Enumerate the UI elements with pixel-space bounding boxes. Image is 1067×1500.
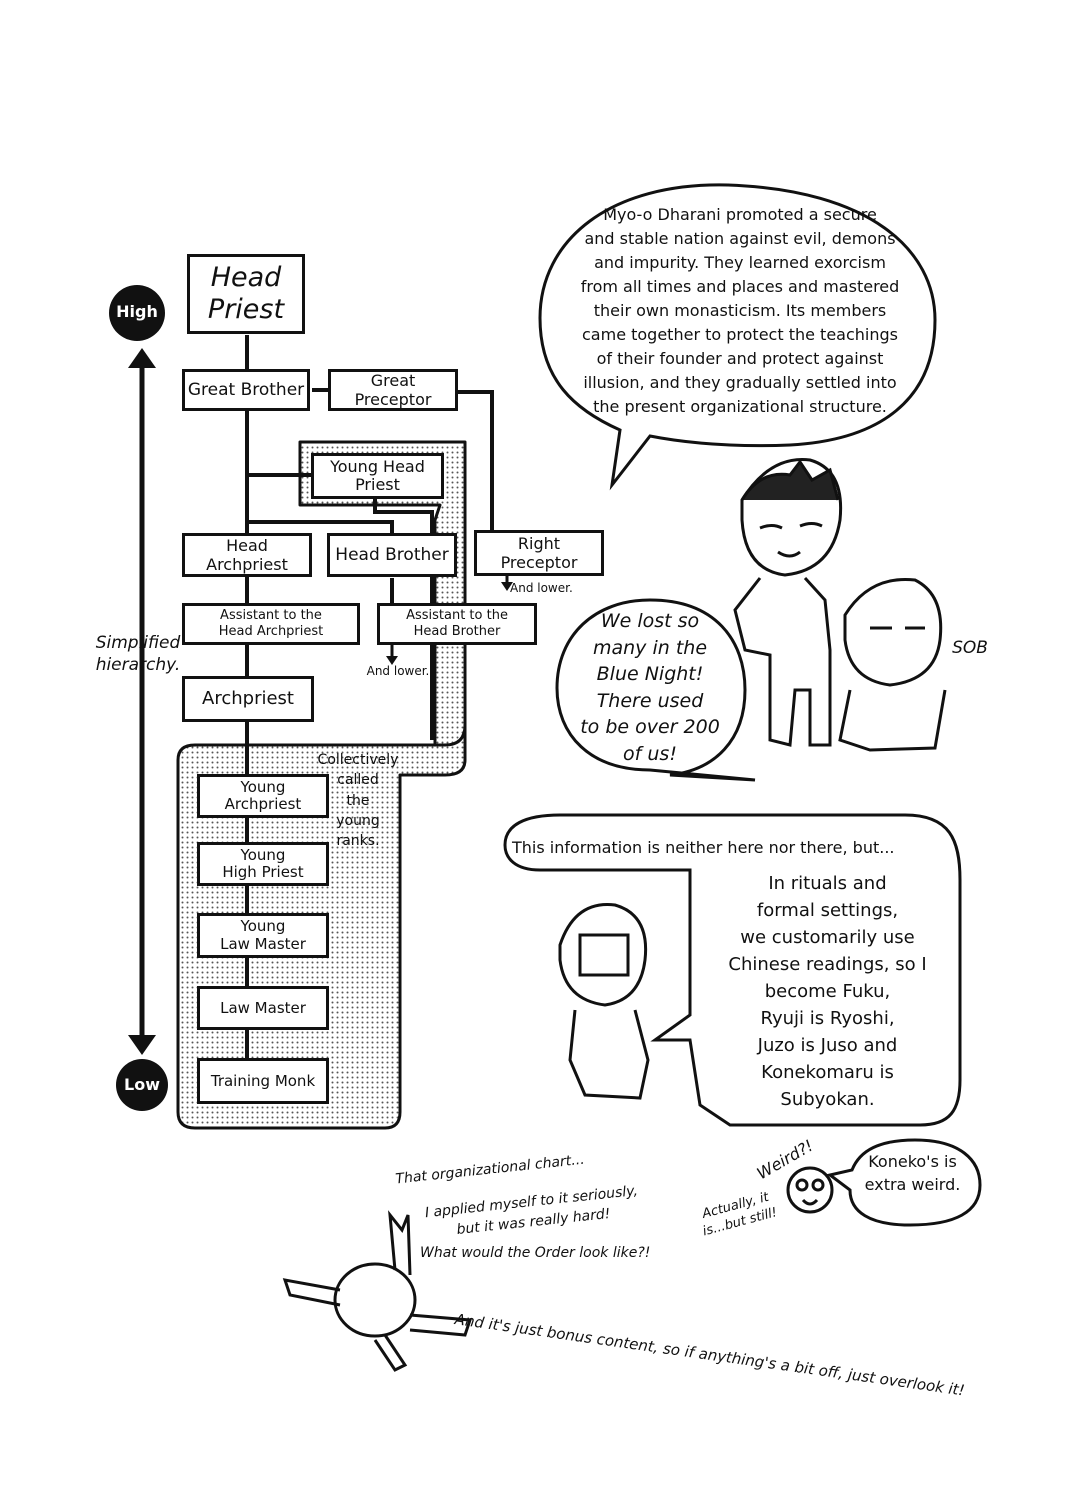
node-head-priest: Head Priest xyxy=(187,254,305,334)
node-archpriest: Archpriest xyxy=(182,676,314,722)
bald-character-doodle xyxy=(786,1166,834,1214)
shima-character-sketch xyxy=(558,903,650,1100)
sob-text: SOB xyxy=(952,638,988,658)
low-label: Low xyxy=(124,1075,160,1094)
konekomaru-character-sketch xyxy=(838,577,947,752)
high-label: High xyxy=(116,302,158,321)
info-body-text: In rituals and formal settings, we custo… xyxy=(728,873,927,1110)
high-marker xyxy=(109,285,165,341)
node-head-brother: Head Brother xyxy=(327,533,457,577)
node-right-preceptor: Right Preceptor xyxy=(474,530,604,576)
young-ranks-note: Collectively called the young ranks. xyxy=(317,752,399,850)
info-bubble-outline xyxy=(503,813,962,1127)
node-great-brother: Great Brother xyxy=(182,369,310,411)
hierarchy-axis-label: Simplified hierarchy. xyxy=(95,633,181,676)
koneko-bubble-text: Koneko's is extra weird. xyxy=(864,1152,961,1195)
node-young-high-priest: Young High Priest xyxy=(197,842,329,886)
koneko-bubble-outline xyxy=(826,1138,982,1227)
low-marker xyxy=(116,1059,168,1111)
assistant-and-lower: And lower. xyxy=(366,664,430,678)
intro-bubble-outline xyxy=(538,183,937,491)
node-assistant-head-archpriest: Assistant to the Head Archpriest xyxy=(182,603,360,645)
lost-bubble-outline xyxy=(555,598,756,782)
right-preceptor-and-lower: And lower. xyxy=(510,581,573,595)
node-assistant-head-brother: Assistant to the Head Brother xyxy=(377,603,537,645)
node-head-archpriest: Head Archpriest xyxy=(182,533,312,577)
node-law-master: Law Master xyxy=(197,986,329,1030)
node-young-archpriest: Young Archpriest xyxy=(197,774,329,818)
note-line-3: What would the Order look like?! xyxy=(420,1245,651,1261)
intro-bubble-text: Myo-o Dharani promoted a secure and stab… xyxy=(580,205,900,416)
node-great-preceptor: Great Preceptor xyxy=(328,369,458,411)
node-young-head-priest: Young Head Priest xyxy=(311,453,444,499)
node-training-monk: Training Monk xyxy=(197,1058,329,1104)
ryuji-character-sketch xyxy=(733,458,843,747)
info-intro-text: This information is neither here nor the… xyxy=(512,838,895,857)
node-young-law-master: Young Law Master xyxy=(197,913,329,958)
lost-bubble-text: We lost so many in the Blue Night! There… xyxy=(580,610,720,765)
rabbit-doodle xyxy=(282,1210,473,1372)
